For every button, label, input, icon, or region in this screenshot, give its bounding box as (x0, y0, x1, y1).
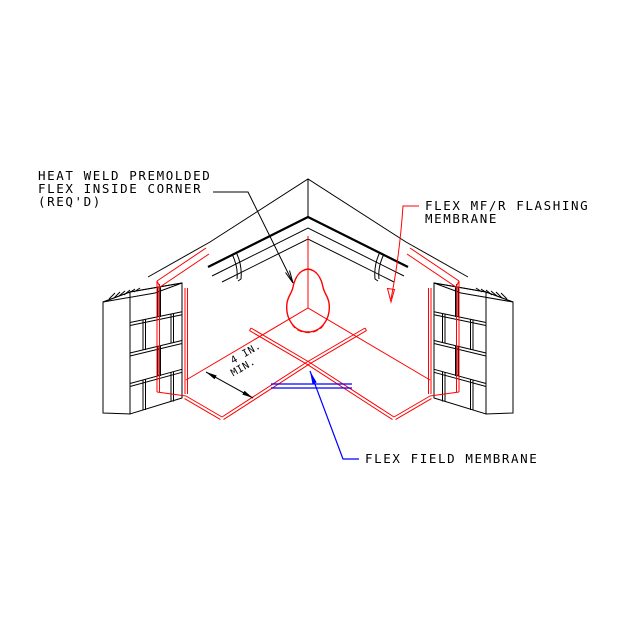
label-line: FLEX MF/R FLASHING (425, 198, 589, 213)
label-line: (REQ'D) (38, 194, 102, 209)
arrow-down-icon (386, 287, 396, 304)
wall-linework (147, 178, 469, 278)
right-brick-wall (433, 282, 514, 415)
premolded-corner-piece (286, 268, 330, 334)
label-line: FLEX FIELD MEMBRANE (365, 451, 538, 466)
label-line: FLEX INSIDE CORNER (38, 181, 202, 196)
premolded-corner-label: HEAT WELD PREMOLDED FLEX INSIDE CORNER (… (38, 168, 211, 209)
field-membrane-leader (309, 370, 359, 460)
arrow-right-icon (242, 390, 253, 398)
arrow-up-icon (310, 371, 317, 385)
flashing-membrane-label: FLEX MF/R FLASHING MEMBRANE (425, 198, 589, 226)
arrow-down-icon (285, 270, 294, 284)
field-membrane-lines (271, 383, 352, 389)
arrow-left-icon (206, 372, 217, 380)
left-brick-wall (102, 282, 183, 415)
flashing-membrane-leader (386, 205, 419, 304)
label-line: MEMBRANE (425, 211, 498, 226)
field-membrane-label: FLEX FIELD MEMBRANE (365, 451, 538, 466)
flashing-membrane-linework (156, 236, 460, 421)
premolded-corner-leader (213, 191, 294, 284)
label-line: HEAT WELD PREMOLDED (38, 168, 211, 183)
